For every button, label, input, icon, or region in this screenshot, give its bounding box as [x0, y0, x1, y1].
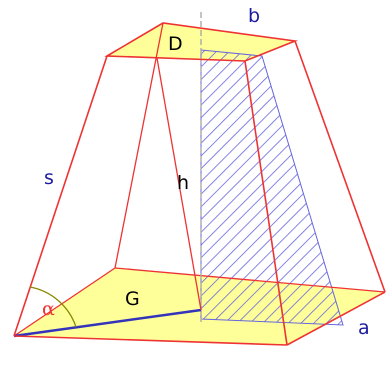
cross-section-edge	[156, 57, 202, 311]
hidden-edge-back-left	[114, 22, 164, 269]
angle-arc	[29, 286, 77, 328]
label-base-face: G	[125, 288, 140, 310]
lateral-edge-front	[244, 60, 288, 346]
label-height: h	[177, 172, 189, 194]
base-edge-front-right	[286, 291, 386, 346]
hidden-edge-back-base-right	[114, 267, 386, 293]
label-base-angle: α	[42, 298, 55, 320]
label-base-edge: a	[358, 317, 370, 339]
label-top-face: D	[168, 33, 183, 55]
label-top-edge: b	[248, 5, 260, 27]
base-diagonal	[13, 308, 202, 338]
lateral-edge-right	[294, 40, 386, 293]
label-lateral-edge: s	[44, 167, 54, 189]
base-edge-front-left	[13, 335, 288, 346]
hidden-edge-back-base-left	[13, 267, 116, 337]
lateral-edge-left	[13, 55, 108, 337]
cross-section-hatched	[200, 49, 344, 326]
